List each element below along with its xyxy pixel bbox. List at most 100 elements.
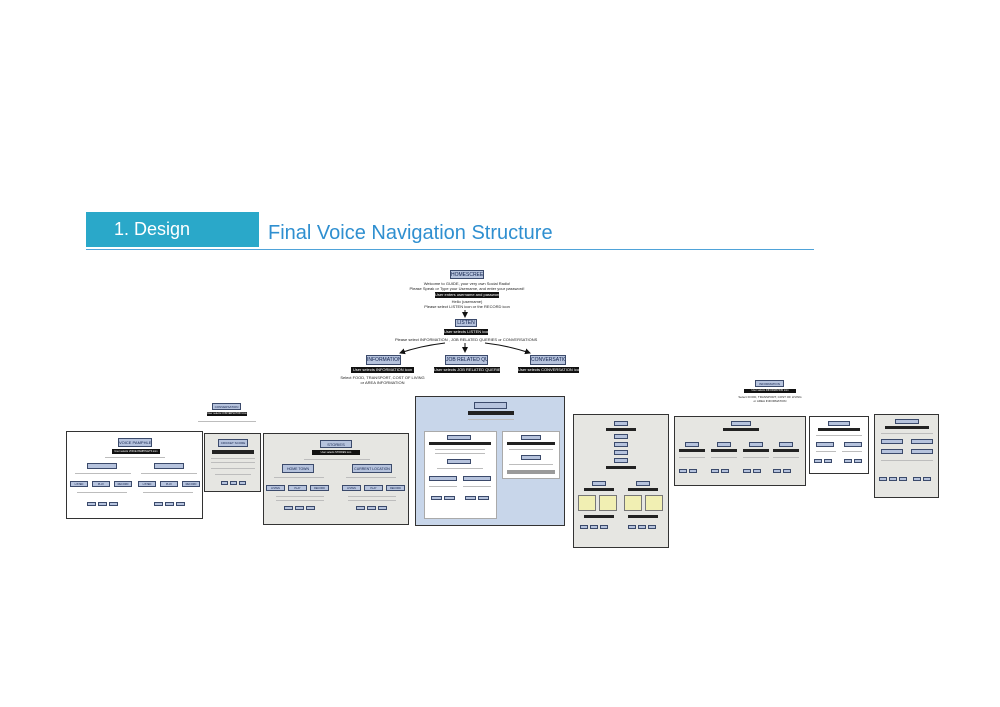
cricket-btn-1[interactable] xyxy=(221,481,228,485)
info-cat-node[interactable] xyxy=(731,421,751,426)
listen-node[interactable]: LISTEN xyxy=(455,319,477,327)
home-town-detail-2 xyxy=(276,500,324,501)
pamphlet-a-listen[interactable]: LISTEN xyxy=(70,481,88,487)
pamphlet-b-btn-2[interactable] xyxy=(165,502,174,506)
flow-btn-1[interactable] xyxy=(580,525,588,529)
info-detail-a-btn-3[interactable] xyxy=(844,459,852,463)
home-town-node[interactable]: HOME TOWN xyxy=(282,464,314,473)
flow-node-right[interactable] xyxy=(636,481,650,486)
flow-node-4[interactable] xyxy=(614,450,628,455)
current-location-btn-2[interactable] xyxy=(367,506,376,510)
info-detail-a-note-1 xyxy=(816,435,862,436)
info-detail-b-node-2[interactable] xyxy=(881,439,903,444)
info-btn-8[interactable] xyxy=(783,469,791,473)
info-detail-b-node-5[interactable] xyxy=(911,449,933,454)
home-town-play[interactable]: PLAY xyxy=(288,485,307,491)
cricket-btn-3[interactable] xyxy=(239,481,246,485)
info-detail-b-btn-4[interactable] xyxy=(913,477,921,481)
info-node-food[interactable] xyxy=(685,442,699,447)
jq-left-node-2[interactable] xyxy=(447,459,471,464)
information-node[interactable]: INFORMATION xyxy=(366,355,401,365)
jq-left-node-4[interactable] xyxy=(463,476,491,481)
info-btn-3[interactable] xyxy=(711,469,719,473)
info-detail-b-node-4[interactable] xyxy=(881,449,903,454)
flow-node-1[interactable] xyxy=(614,421,628,426)
info-detail-a-node-3[interactable] xyxy=(844,442,862,447)
flow-node-2[interactable] xyxy=(614,434,628,439)
pamphlet-a-btn-2[interactable] xyxy=(98,502,107,506)
flow-btn-2[interactable] xyxy=(590,525,598,529)
home-town-listen[interactable]: LISTEN xyxy=(266,485,285,491)
home-town-btn-3[interactable] xyxy=(306,506,315,510)
pamphlet-b-btn-1[interactable] xyxy=(154,502,163,506)
conversation-sub-node[interactable]: CONVERSATION xyxy=(212,403,241,410)
flow-node-5[interactable] xyxy=(614,458,628,463)
pamphlet-a-play[interactable]: PLAY xyxy=(92,481,110,487)
info-node-transport[interactable] xyxy=(717,442,731,447)
info-detail-b-btn-3[interactable] xyxy=(899,477,907,481)
pamphlet-b-record[interactable]: RECORD xyxy=(182,481,200,487)
info-detail-b-btn-2[interactable] xyxy=(889,477,897,481)
current-location-listen[interactable]: LISTEN xyxy=(342,485,361,491)
flow-btn-3[interactable] xyxy=(600,525,608,529)
jq-left-node-3[interactable] xyxy=(429,476,457,481)
pamphlet-a-btn-1[interactable] xyxy=(87,502,96,506)
info-btn-6[interactable] xyxy=(753,469,761,473)
pamphlet-a-record[interactable]: RECORD xyxy=(114,481,132,487)
info-btn-2[interactable] xyxy=(689,469,697,473)
pamphlet-category-a[interactable] xyxy=(87,463,117,469)
cricket-btn-2[interactable] xyxy=(230,481,237,485)
job-queries-node[interactable]: JOB RELATED QUERIES xyxy=(445,355,488,365)
home-town-btn-1[interactable] xyxy=(284,506,293,510)
pamphlet-category-b[interactable] xyxy=(154,463,184,469)
home-town-record[interactable]: RECORD xyxy=(310,485,329,491)
pamphlet-b-play[interactable]: PLAY xyxy=(160,481,178,487)
info-btn-4[interactable] xyxy=(721,469,729,473)
current-location-record[interactable]: RECORD xyxy=(386,485,405,491)
current-location-btn-3[interactable] xyxy=(378,506,387,510)
homescreen-node[interactable]: HOMESCREEN xyxy=(450,270,484,279)
flow-node-3[interactable] xyxy=(614,442,628,447)
info-btn-1[interactable] xyxy=(679,469,687,473)
flow-btn-5[interactable] xyxy=(638,525,646,529)
info-detail-a-btn-2[interactable] xyxy=(824,459,832,463)
current-location-node[interactable]: CURRENT LOCATION xyxy=(352,464,392,473)
info-detail-b-node[interactable] xyxy=(895,419,919,424)
conversation-node[interactable]: CONVERSATION xyxy=(530,355,566,365)
jq-left-btn-2[interactable] xyxy=(444,496,455,500)
info-detail-b-btn-1[interactable] xyxy=(879,477,887,481)
info-detail-b-node-3[interactable] xyxy=(911,439,933,444)
jq-right-node-2[interactable] xyxy=(521,455,541,460)
current-location-play[interactable]: PLAY xyxy=(364,485,383,491)
info-detail-panel-b xyxy=(874,414,939,498)
info-btn-5[interactable] xyxy=(743,469,751,473)
voice-pamphlets-node[interactable]: VOICE PAMPHLETS xyxy=(118,438,152,447)
pamphlet-b-btn-3[interactable] xyxy=(176,502,185,506)
jq-right-node-1[interactable] xyxy=(521,435,541,440)
job-queries-sub-node[interactable] xyxy=(474,402,507,409)
cricket-score-node[interactable]: CRICKET SCORE xyxy=(218,439,248,447)
info-detail-b-btn-5[interactable] xyxy=(923,477,931,481)
jq-left-btn-1[interactable] xyxy=(431,496,442,500)
info-node-area[interactable] xyxy=(779,442,793,447)
jq-left-node-1[interactable] xyxy=(447,435,471,440)
job-queries-left-box xyxy=(424,431,497,519)
current-location-btn-1[interactable] xyxy=(356,506,365,510)
flow-btn-4[interactable] xyxy=(628,525,636,529)
info-detail-a-btn-1[interactable] xyxy=(814,459,822,463)
info-node-cost[interactable] xyxy=(749,442,763,447)
pamphlet-a-btn-3[interactable] xyxy=(109,502,118,506)
info-detail-a-node-2[interactable] xyxy=(816,442,834,447)
pamphlet-note-a xyxy=(75,473,131,474)
info-detail-a-btn-4[interactable] xyxy=(854,459,862,463)
info-btn-7[interactable] xyxy=(773,469,781,473)
flow-btn-6[interactable] xyxy=(648,525,656,529)
jq-left-btn-3[interactable] xyxy=(465,496,476,500)
stories-node[interactable]: STORIES xyxy=(320,440,352,448)
home-town-btn-2[interactable] xyxy=(295,506,304,510)
info-detail-a-node[interactable] xyxy=(828,421,850,426)
information-sub-node[interactable]: INFORMATION xyxy=(755,380,784,387)
flow-node-left[interactable] xyxy=(592,481,606,486)
jq-left-btn-4[interactable] xyxy=(478,496,489,500)
pamphlet-b-listen[interactable]: LISTEN xyxy=(138,481,156,487)
